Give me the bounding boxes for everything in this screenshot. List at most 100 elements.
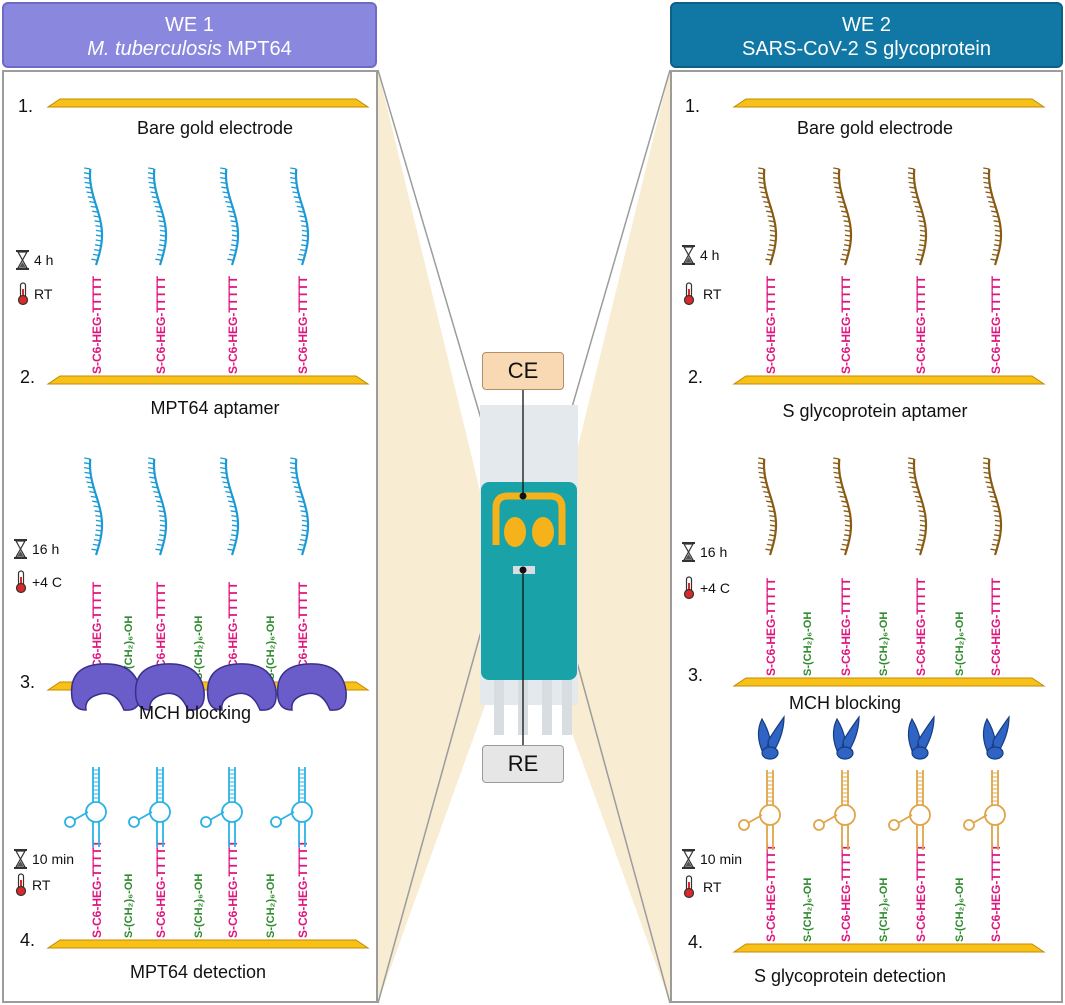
we2-step4-linker: S-C6-HEG-TTTTT (914, 843, 928, 942)
we1-step3-mch: S-(CH₂)₆-OH (265, 616, 277, 680)
hourglass-icon (15, 249, 30, 271)
we1-step4-time: 10 min (32, 851, 75, 867)
we2-step4-folded-aptamer (888, 770, 931, 850)
we1-step2-linker: S-C6-HEG-TTTTT (90, 275, 104, 374)
we2-step4-linker: S-C6-HEG-TTTTT (989, 843, 1003, 942)
we2-step3-aptamer (907, 457, 928, 556)
we1-step1-number: 1. (18, 96, 34, 116)
we2-step3-caption: MCH blocking (788, 693, 902, 713)
we1-step2-linker: S-C6-HEG-TTTTT (226, 275, 240, 374)
ce-label: CE (482, 352, 564, 390)
we1-step2-temp: RT (34, 286, 53, 302)
we2-step2-aptamer (832, 167, 853, 266)
we1-step4-mch: S-(CH₂)₆-OH (123, 874, 135, 938)
we2-step4-caption: S glycoprotein detection (753, 966, 947, 986)
we2-step4-gold-electrode (732, 943, 1046, 953)
we2-step4-folded-aptamer (963, 770, 1006, 850)
we2-step3-number: 3. (688, 665, 704, 685)
we2-step3-temp: +4 C (700, 580, 730, 596)
we2-step1-gold-electrode (732, 98, 1046, 108)
we1-step2-aptamer (219, 167, 240, 266)
we1-step1-gold-electrode (46, 98, 370, 108)
we1-step3-time: 16 h (32, 541, 60, 557)
we1-header: WE 1 M. tuberculosis MPT64 (2, 2, 377, 68)
we2-step4-spike-protein (832, 715, 860, 760)
we2-step4-linker: S-C6-HEG-TTTTT (764, 843, 778, 942)
we2-step4-temp: RT (703, 879, 722, 895)
hourglass-icon (681, 848, 696, 870)
working-electrode-2 (532, 517, 554, 547)
we1-step2-aptamer (83, 167, 104, 266)
we1-step2-number: 2. (20, 367, 36, 387)
we2-step2-linker: S-C6-HEG-TTTTT (764, 275, 778, 374)
we1-step3-mch: S-(CH₂)₆-OH (193, 616, 205, 680)
we2-step4-folded-aptamer (738, 770, 781, 850)
we2-step2-linker: S-C6-HEG-TTTTT (914, 275, 928, 374)
we1-step4-folded-aptamer (64, 767, 107, 847)
we1-step2-caption: MPT64 aptamer (150, 398, 280, 418)
we1-step4-mpt64-protein (206, 663, 277, 711)
thermometer-icon (683, 282, 695, 306)
we2-step3-aptamer (757, 457, 778, 556)
we2-step3-mch: S-(CH₂)₆-OH (802, 612, 814, 676)
we1-step4-folded-aptamer (270, 767, 313, 847)
we2-step4-linker: S-C6-HEG-TTTTT (839, 843, 853, 942)
we1-step2-linker: S-C6-HEG-TTTTT (154, 275, 168, 374)
hourglass-icon (681, 244, 696, 266)
we1-step4-mpt64-protein (134, 663, 205, 711)
we1-step3-aptamer (289, 457, 310, 556)
we1-step3-caption: MCH blocking (138, 703, 252, 723)
working-electrode-1 (504, 517, 526, 547)
counter-electrode (492, 492, 566, 545)
we2-step3-mch: S-(CH₂)₆-OH (954, 612, 966, 676)
we2-step4-folded-aptamer (813, 770, 856, 850)
we2-step3-gold-electrode (732, 677, 1046, 687)
funnel-left (378, 70, 487, 1003)
we1-step3-aptamer (219, 457, 240, 556)
we2-subtitle: SARS-CoV-2 S glycoprotein (741, 38, 991, 60)
we1-step4-caption: MPT64 detection (129, 962, 267, 982)
we2-step3-linker: S-C6-HEG-TTTTT (839, 577, 853, 676)
we1-step2-aptamer (289, 167, 310, 266)
we2-step3-linker: S-C6-HEG-TTTTT (914, 577, 928, 676)
we1-step4-mpt64-protein (276, 663, 347, 711)
we1-step1-caption: Bare gold electrode (136, 118, 294, 138)
we2-step2-caption: S glycoprotein aptamer (782, 401, 968, 421)
thermometer-icon (683, 875, 695, 899)
we2-step4-time: 10 min (700, 851, 743, 867)
thermometer-icon (17, 282, 29, 306)
we2-step3-linker: S-C6-HEG-TTTTT (989, 577, 1003, 676)
we2-step1-number: 1. (685, 96, 701, 116)
we1-title: WE 1 (165, 14, 214, 36)
we2-step2-number: 2. (688, 367, 704, 387)
we2-step2-aptamer (907, 167, 928, 266)
we2-header: WE 2 SARS-CoV-2 S glycoprotein (670, 2, 1063, 68)
thermometer-icon (15, 570, 27, 594)
re-label: RE (482, 745, 564, 783)
we1-step4-linker: S-C6-HEG-TTTTT (296, 839, 310, 938)
we2-step3-aptamer (832, 457, 853, 556)
we1-step2-linker: S-C6-HEG-TTTTT (296, 275, 310, 374)
thermometer-icon (683, 576, 695, 600)
we2-step3-aptamer (982, 457, 1003, 556)
we1-step4-gold-electrode (46, 939, 370, 949)
we1-step3-aptamer (83, 457, 104, 556)
we2-step2-time: 4 h (700, 247, 720, 263)
we2-step2-gold-electrode (732, 375, 1046, 385)
we1-step4-linker: S-C6-HEG-TTTTT (226, 839, 240, 938)
we1-step4-mch: S-(CH₂)₆-OH (193, 874, 205, 938)
we2-step3-linker: S-C6-HEG-TTTTT (764, 577, 778, 676)
we2-step2-aptamer (982, 167, 1003, 266)
we2-step2-linker: S-C6-HEG-TTTTT (989, 275, 1003, 374)
we2-step4-mch: S-(CH₂)₆-OH (802, 878, 814, 942)
we1-step3-mch: S-(CH₂)₆-OH (123, 616, 135, 680)
we1-step3-temp: +4 C (32, 574, 62, 590)
we2-step4-number: 4. (688, 932, 704, 952)
we2-step2-linker: S-C6-HEG-TTTTT (839, 275, 853, 374)
we1-step4-mch: S-(CH₂)₆-OH (265, 874, 277, 938)
we2-step4-spike-protein (982, 715, 1010, 760)
